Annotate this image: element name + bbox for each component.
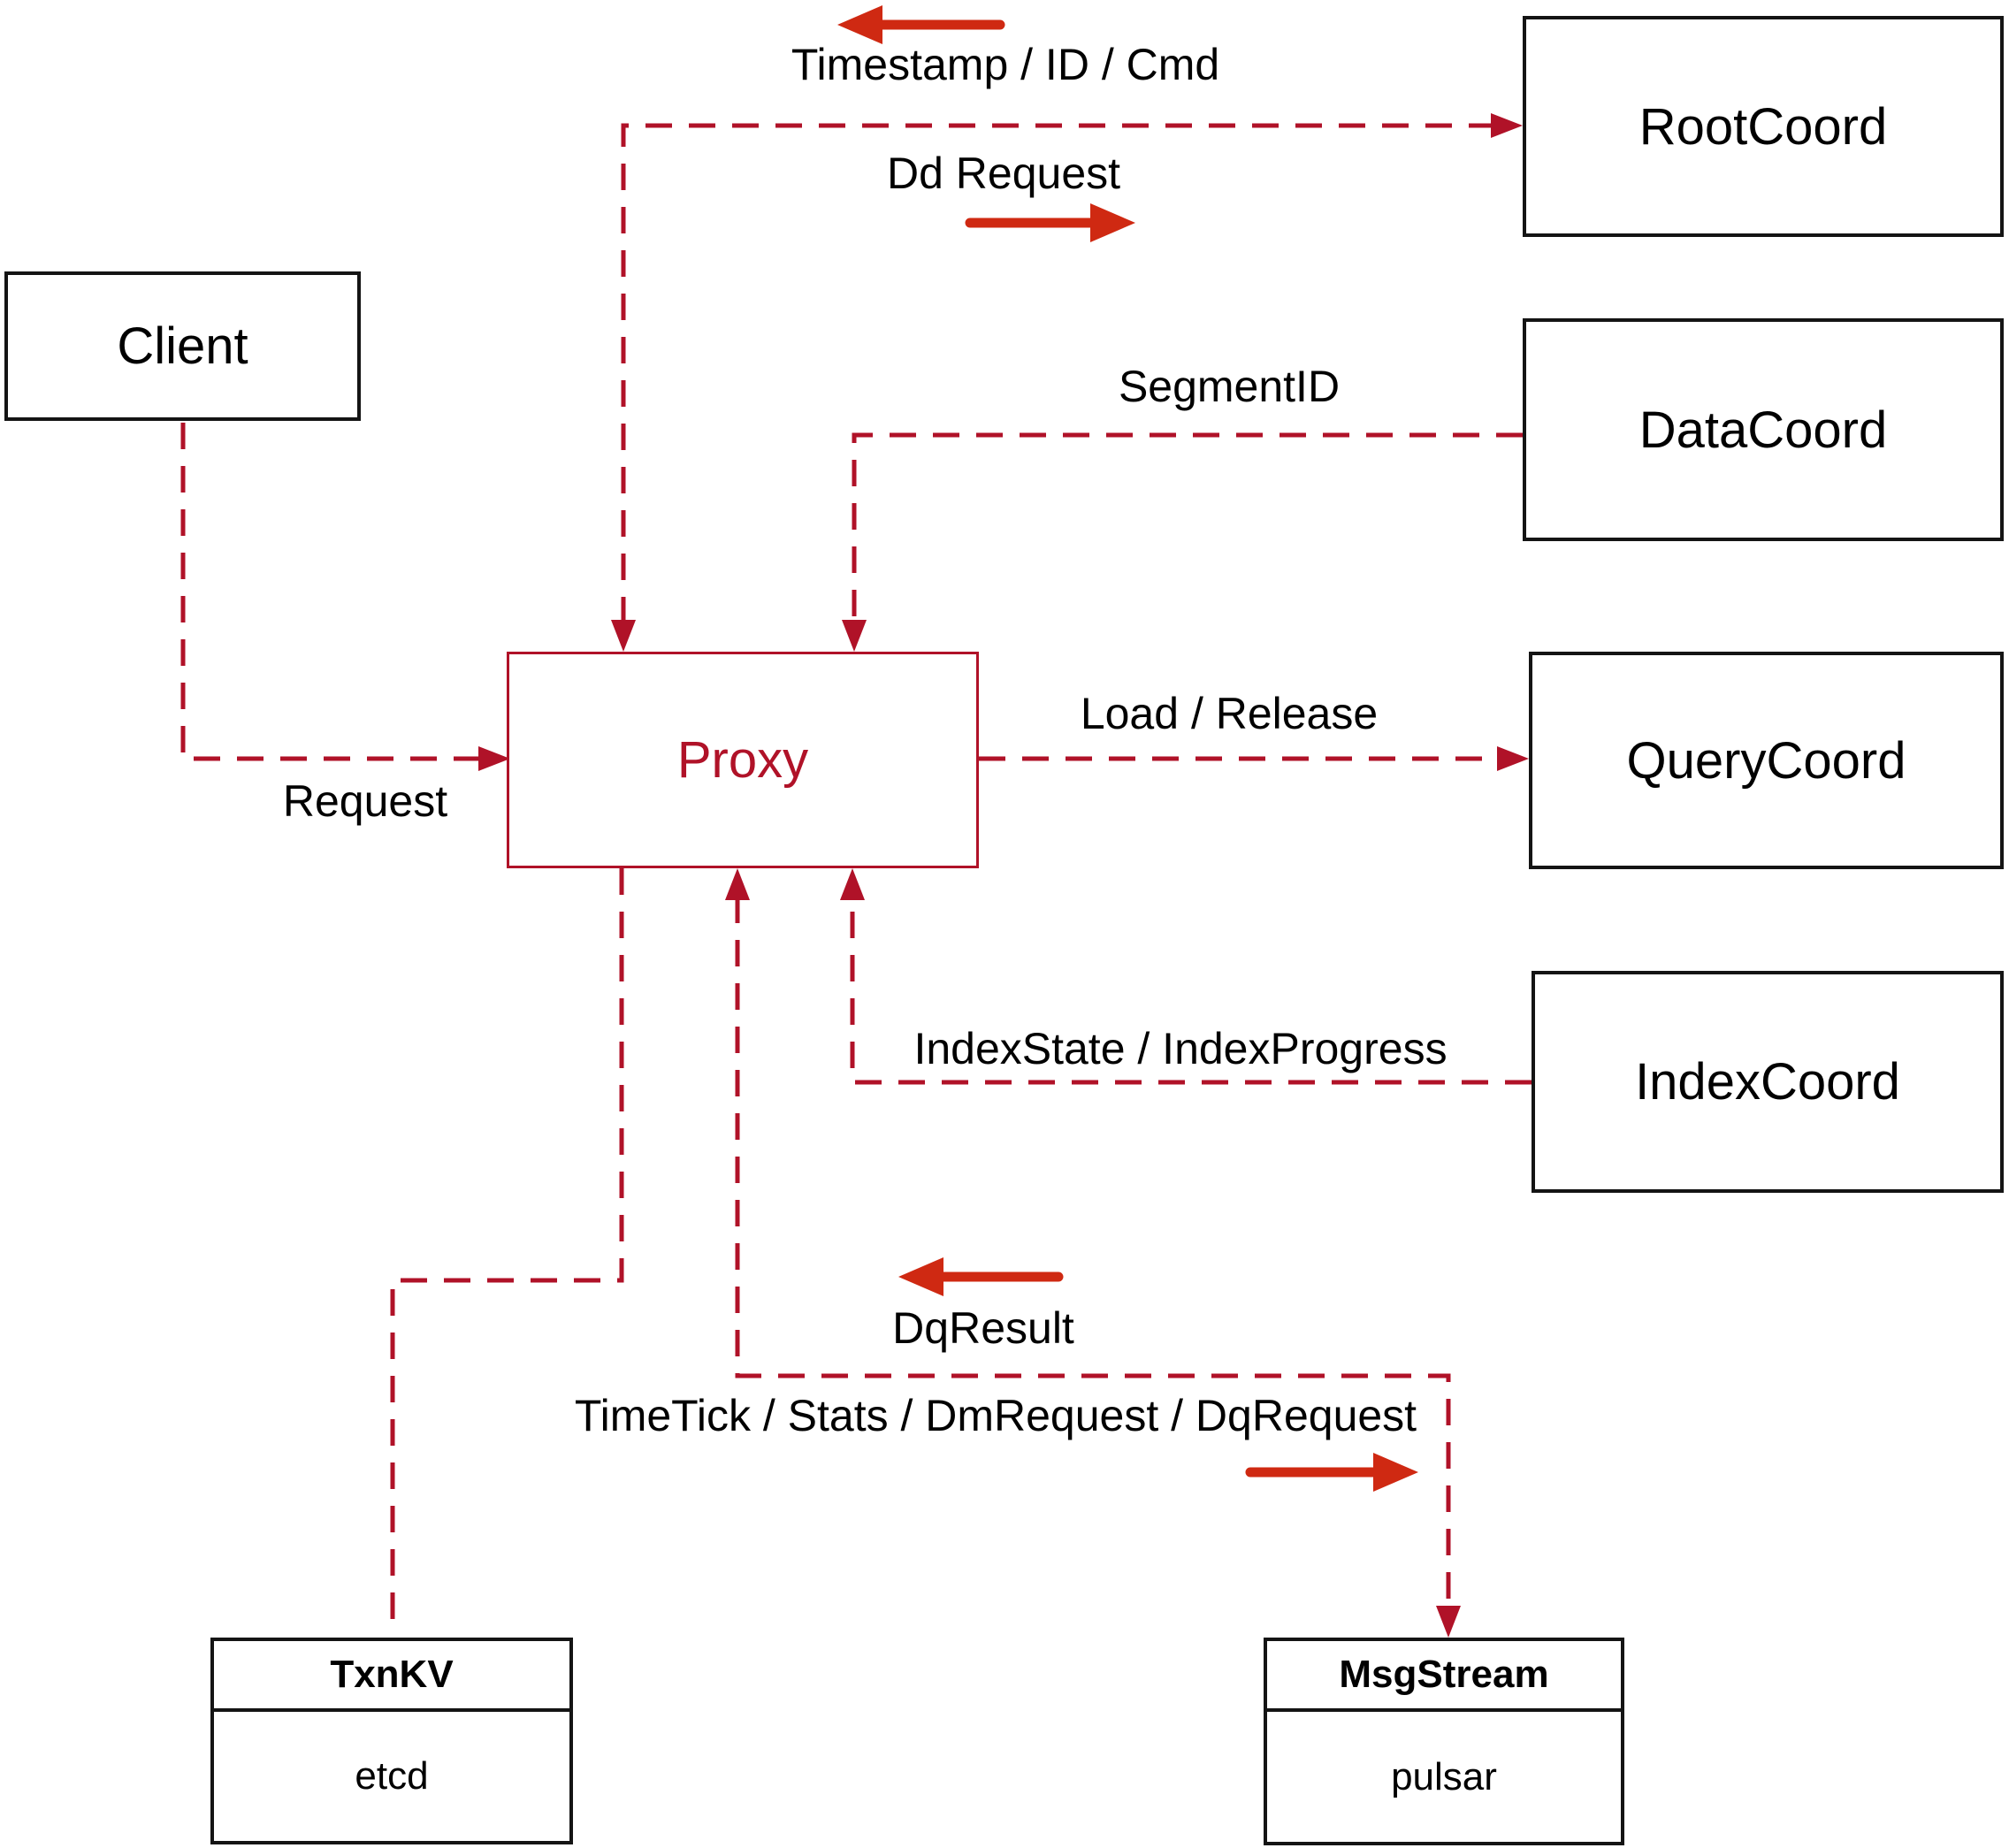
edge-label-segment-id: SegmentID: [1118, 362, 1341, 411]
node-proxy: Proxy: [507, 652, 979, 868]
edge-label-index-state: IndexState / IndexProgress: [913, 1024, 1448, 1073]
arrowhead-into-proxy-top-right-icon: [842, 620, 867, 652]
node-msgstream-impl: pulsar: [1391, 1754, 1497, 1798]
node-datacoord-label: DataCoord: [1639, 401, 1888, 459]
edge-datacoord-proxy: [842, 432, 1523, 652]
node-rootcoord-label: RootCoord: [1639, 97, 1888, 156]
node-client-label: Client: [117, 317, 248, 375]
node-txnkv: TxnKV etcd: [210, 1638, 573, 1844]
edge-client-proxy: [180, 423, 510, 771]
node-querycoord-label: QueryCoord: [1626, 731, 1906, 790]
node-client: Client: [4, 271, 361, 421]
edge-proxy-msgstream: [725, 868, 1461, 1638]
edge-proxy-txnkv: [390, 868, 624, 1636]
edge-proxy-rootcoord: [611, 113, 1523, 652]
edge-label-timestamp: Timestamp / ID / Cmd: [791, 40, 1220, 89]
edge-label-dq-result: DqResult: [892, 1303, 1074, 1353]
arrowhead-into-msgstream-icon: [1436, 1606, 1461, 1638]
node-rootcoord: RootCoord: [1523, 16, 2004, 237]
node-indexcoord: IndexCoord: [1532, 971, 2004, 1193]
arrowhead-into-proxy-bottom-middle-icon: [725, 868, 750, 900]
edge-label-dd-request: Dd Request: [886, 149, 1121, 198]
flow-arrow-right-timetick-icon: [1245, 1453, 1418, 1492]
node-datacoord: DataCoord: [1523, 318, 2004, 541]
node-querycoord: QueryCoord: [1529, 652, 2004, 869]
node-txnkv-title: TxnKV: [214, 1641, 569, 1712]
arrowhead-into-proxy-bottom-right-icon: [840, 868, 865, 900]
arrowhead-into-querycoord-icon: [1497, 746, 1529, 771]
flow-arrow-left-timestamp-icon: [837, 5, 1005, 44]
flow-arrow-right-dd-request-icon: [965, 203, 1135, 242]
flow-arrow-left-dqresult-icon: [898, 1257, 1064, 1296]
node-msgstream-title: MsgStream: [1267, 1641, 1621, 1712]
edge-label-time-tick: TimeTick / Stats / DmRequest / DqRequest: [574, 1391, 1417, 1440]
node-proxy-label: Proxy: [676, 731, 809, 789]
edge-label-load-release: Load / Release: [1080, 689, 1379, 738]
arrowhead-into-proxy-top-left-icon: [611, 620, 636, 652]
edge-proxy-querycoord: [979, 746, 1529, 771]
node-msgstream: MsgStream pulsar: [1264, 1638, 1624, 1845]
arrowhead-into-proxy-left-icon: [478, 746, 510, 771]
edge-label-request: Request: [282, 776, 448, 826]
node-indexcoord-label: IndexCoord: [1635, 1053, 1900, 1111]
arrowhead-into-rootcoord-icon: [1491, 113, 1523, 138]
edge-indexcoord-proxy: [840, 868, 1532, 1085]
node-txnkv-impl: etcd: [355, 1754, 429, 1798]
